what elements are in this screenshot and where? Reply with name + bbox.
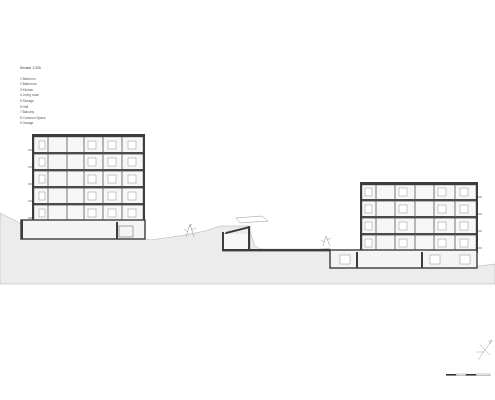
- legend-item-8: 8 Common Space: [20, 115, 46, 120]
- legend-item-6: 6 Hall: [20, 104, 29, 109]
- legend: Section 1:200 1 Bedroom 2 Bathroom 3 Kit…: [20, 66, 46, 127]
- legend-title: Section 1:200: [20, 66, 41, 70]
- north-arrow-icon: [476, 339, 493, 361]
- left-building: [20, 134, 146, 240]
- legend-item-2: 2 Bathroom: [20, 82, 37, 87]
- legend-item-4: 4 Living room: [20, 93, 40, 98]
- legend-item-3: 3 Kitchen: [20, 87, 34, 92]
- left-basement: [20, 219, 146, 240]
- right-basement: [329, 249, 478, 269]
- tree-icon: [320, 235, 332, 247]
- scale-bar-icon: [446, 373, 491, 376]
- legend-item-1: 1 Bedroom: [20, 76, 36, 81]
- legend-item-5: 5 Storage: [20, 98, 34, 103]
- right-roof-slab: [360, 182, 478, 186]
- left-roof-slab: [32, 134, 145, 138]
- middle-pavilion: [222, 215, 330, 252]
- legend-item-9: 9 Garage: [20, 121, 34, 126]
- right-building: [329, 182, 482, 269]
- tree-icon: [183, 223, 197, 238]
- legend-item-7: 7 Balcony: [20, 110, 34, 115]
